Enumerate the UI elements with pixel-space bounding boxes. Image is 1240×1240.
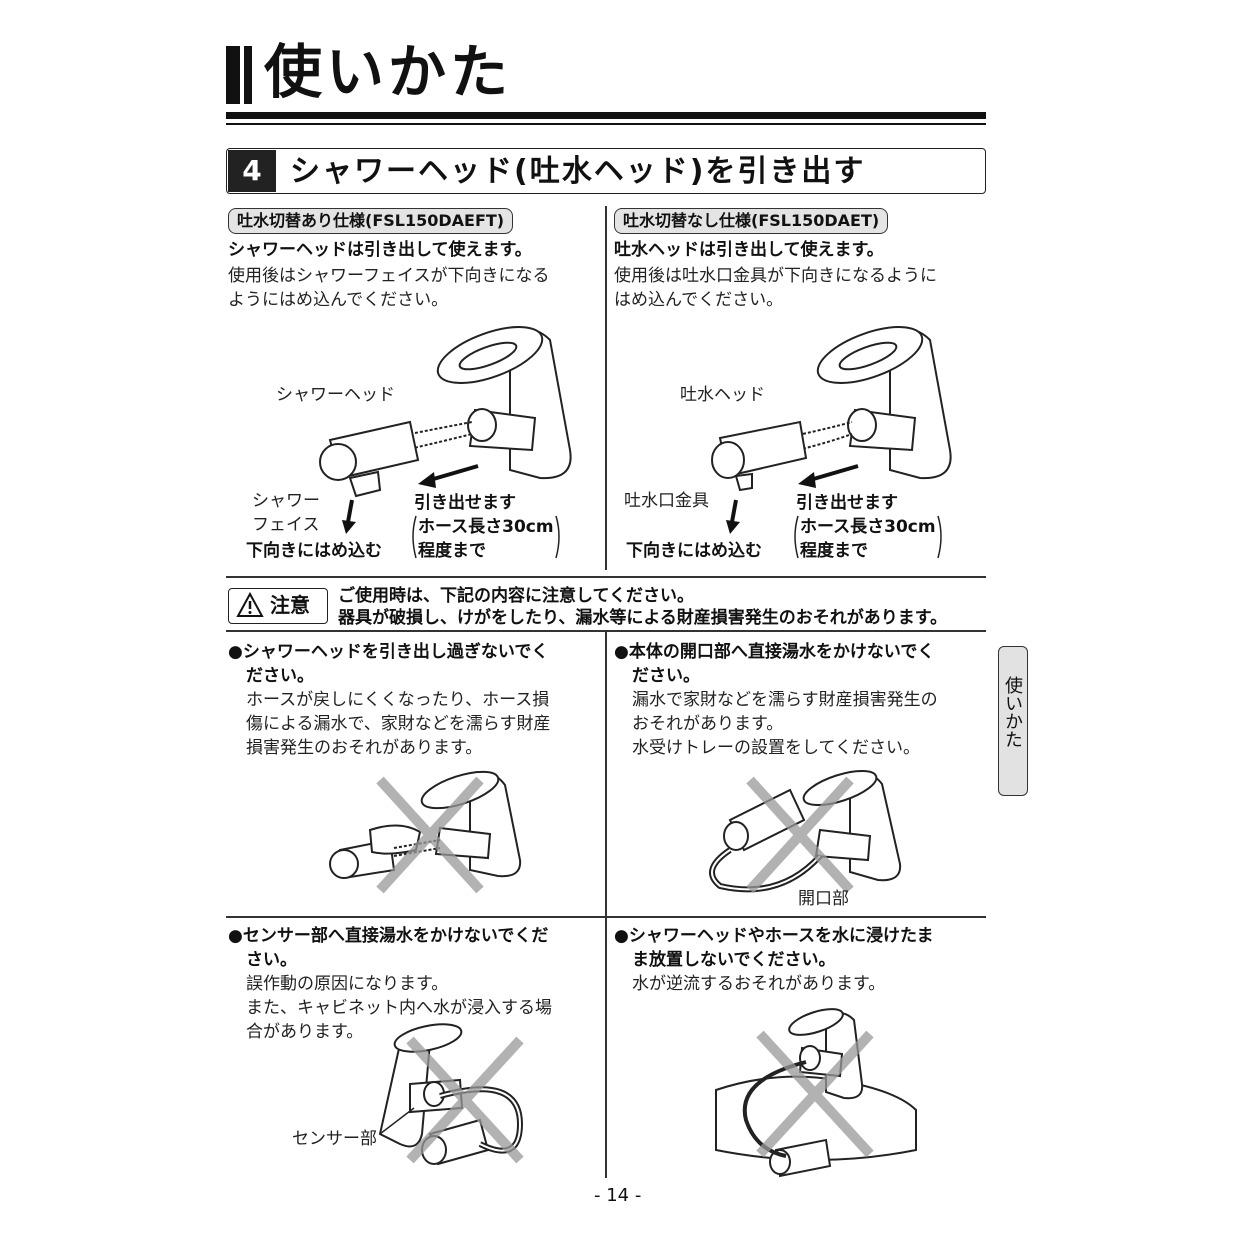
left-spec-body-2: ようにはめ込んでください。 (228, 290, 449, 310)
warning-triangle-icon (236, 591, 264, 617)
page-title: 使いかた (264, 38, 513, 106)
note-1-body-1: ホースが戻しにくくなったり、ホース損 (246, 690, 550, 710)
left-label-pull-3: 程度まで (418, 541, 486, 561)
right-label-down: 下向きにはめ込む (626, 541, 762, 561)
right-label-spout-fitting: 吐水口金具 (624, 491, 709, 511)
notes-column-divider (605, 630, 607, 1178)
left-label-down: 下向きにはめ込む (246, 541, 382, 561)
note-2-illustration (709, 769, 902, 893)
note-2-title-1: ●本体の開口部へ直接湯水をかけないでく (614, 642, 935, 662)
left-label-pull-2: ホース長さ30cm (418, 517, 554, 537)
note-1-title-2: ださい。 (246, 666, 314, 686)
caution-line-2: 器具が破損し、けがをしたり、漏水等による財産損害発生のおそれがあります。 (338, 608, 948, 628)
note-3-body-1: 誤作動の原因になります。 (246, 974, 449, 994)
title-rule-thick (226, 112, 986, 119)
note-3-title-1: ●センサー部へ直接湯水をかけないでくだ (228, 926, 549, 946)
section-title: シャワーヘッド(吐水ヘッド)を引き出す (290, 154, 866, 189)
right-down-arrow (726, 499, 740, 534)
caution-box (228, 588, 328, 624)
right-bracket (794, 515, 942, 559)
left-spec-body-1: 使用後はシャワーフェイスが下向きになる (228, 266, 550, 286)
note-3-leader-line (379, 1107, 415, 1135)
left-label-pull-1: 引き出せます (414, 493, 516, 513)
side-tab[interactable] (998, 646, 1028, 796)
right-spec-body-2: はめ込んでください。 (614, 290, 784, 310)
left-faucet-illustration (319, 326, 572, 498)
top-column-divider (605, 206, 607, 570)
note-2-label-opening: 開口部 (798, 889, 849, 909)
note-4-title-2: ま放置しないでください。 (632, 950, 836, 970)
note-2-title-2: ださい。 (632, 666, 700, 686)
section-header-box (226, 148, 986, 194)
note-3-label-sensor: センサー部 (292, 1129, 377, 1149)
note-4-body-1: 水が逆流するおそれがあります。 (632, 974, 886, 994)
note-2-body-1: 漏水で家財などを濡らす財産損害発生の (632, 690, 938, 710)
left-spec-tag: 吐水切替あり仕様(FSL150DAEFT) (228, 208, 514, 234)
note-1-body-2: 傷による漏水で、家財などを濡らす財産 (246, 714, 551, 734)
left-label-face-2: フェイス (252, 515, 320, 535)
right-faucet-illustration (711, 326, 952, 492)
right-label-pull-3: 程度まで (800, 541, 868, 561)
note-1-cross-icon (376, 776, 484, 894)
caution-top-rule (226, 576, 986, 578)
note-4-cross-icon (756, 1030, 874, 1158)
note-3-cross-icon (406, 1036, 524, 1164)
note-2-body-2: おそれがあります。 (632, 714, 784, 734)
caution-label: 注意 (270, 593, 310, 617)
page-number: - 14 - (594, 1185, 642, 1206)
left-label-face-1: シャワー (252, 491, 320, 511)
note-3-title-2: さい。 (246, 950, 297, 970)
note-3-body-2: また、キャビネット内へ水が浸入する場 (246, 998, 552, 1018)
note-2-cross-icon (746, 776, 854, 894)
note-1-title-1: ●シャワーヘッドを引き出し過ぎないでく (228, 642, 549, 662)
section-number: 4 (228, 150, 276, 192)
left-down-arrow (342, 499, 356, 534)
right-label-pull-2: ホース長さ30cm (800, 517, 936, 537)
left-label-shower-head: シャワーヘッド (276, 385, 395, 405)
note-2-body-3: 水受けトレーの設置をしてください。 (632, 738, 920, 758)
title-rule-thin (226, 123, 986, 125)
title-bar-mark (226, 46, 252, 104)
right-spec-tag: 吐水切替なし仕様(FSL150DAET) (614, 208, 889, 234)
notes-middle-rule (226, 916, 986, 918)
left-spec-bold: シャワーヘッドは引き出して使えます。 (228, 240, 532, 260)
right-spec-bold: 吐水ヘッドは引き出して使えます。 (614, 240, 884, 260)
title-bar-gap (240, 46, 244, 104)
right-label-pull-1: 引き出せます (796, 493, 898, 513)
right-label-spout-head: 吐水ヘッド (680, 385, 765, 405)
note-4-title-1: ●シャワーヘッドやホースを水に浸けたま (614, 926, 934, 946)
note-3-body-3: 合があります。 (246, 1022, 364, 1042)
note-1-body-3: 損害発生のおそれがあります。 (246, 738, 483, 758)
caution-line-1: ご使用時は、下記の内容に注意してください。 (338, 586, 694, 606)
right-spec-body-1: 使用後は吐水口金具が下向きになるように (614, 266, 937, 286)
left-bracket (412, 515, 560, 559)
side-tab-label: 使いかた (1002, 676, 1023, 748)
